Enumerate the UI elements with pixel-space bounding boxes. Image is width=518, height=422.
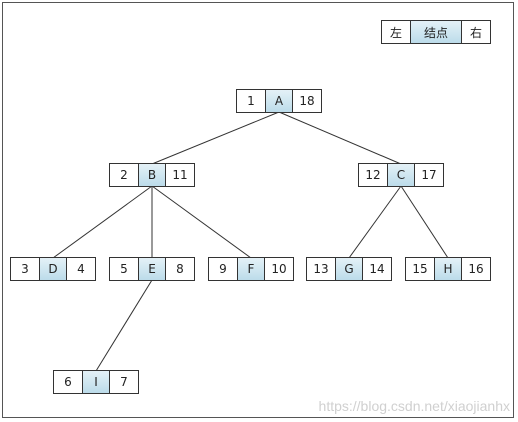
edge-c-g <box>348 185 402 259</box>
node-left-value: 15 <box>412 262 428 276</box>
node-left-value: 12 <box>365 168 381 182</box>
tree-node-f: 9 F 10 <box>208 257 294 281</box>
legend-left: 左 <box>389 25 402 40</box>
node-right-value: 16 <box>468 262 484 276</box>
tree-node-d: 3 D 4 <box>10 257 96 281</box>
tree-node-h: 15 H 16 <box>405 257 491 281</box>
tree-node-i: 6 I 7 <box>53 370 139 394</box>
node-right-value: 8 <box>176 262 184 276</box>
node-left-value: 5 <box>120 262 128 276</box>
tree-node-a: 1 A 18 <box>236 89 322 113</box>
node-label: F <box>237 258 265 280</box>
node-left-value: 1 <box>247 94 255 108</box>
edge-b-f <box>151 185 252 259</box>
edge-b-d <box>52 185 153 259</box>
node-label: A <box>265 90 293 112</box>
node-right-value: 4 <box>77 262 85 276</box>
tree-node-c: 12 C 17 <box>358 163 444 187</box>
tree-node-g: 13 G 14 <box>306 257 392 281</box>
tree-node-b: 2 B 11 <box>109 163 195 187</box>
diagram-frame <box>2 2 514 418</box>
edge-a-c <box>278 111 402 165</box>
edge-e-i <box>95 279 153 372</box>
node-label: C <box>387 164 415 186</box>
node-label: E <box>138 258 166 280</box>
node-left-value: 3 <box>21 262 29 276</box>
node-label: H <box>434 258 462 280</box>
legend-node: 结点 <box>410 21 462 43</box>
legend-box: 左 结点 右 <box>381 20 491 44</box>
legend-right: 右 <box>469 25 482 40</box>
node-left-value: 6 <box>64 375 72 389</box>
node-right-value: 14 <box>369 262 385 276</box>
tree-node-e: 5 E 8 <box>109 257 195 281</box>
node-right-value: 7 <box>120 375 128 389</box>
node-label: B <box>138 164 166 186</box>
node-right-value: 18 <box>299 94 315 108</box>
node-left-value: 9 <box>219 262 227 276</box>
edge-c-h <box>400 185 449 259</box>
node-left-value: 2 <box>120 168 128 182</box>
node-right-value: 17 <box>421 168 437 182</box>
node-right-value: 11 <box>172 168 188 182</box>
edge-a-b <box>151 111 280 165</box>
node-label: D <box>39 258 67 280</box>
node-left-value: 13 <box>313 262 329 276</box>
node-label: G <box>335 258 363 280</box>
node-label: I <box>82 371 110 393</box>
node-right-value: 10 <box>271 262 287 276</box>
watermark: https://blog.csdn.net/xiaojianhx <box>318 398 510 414</box>
